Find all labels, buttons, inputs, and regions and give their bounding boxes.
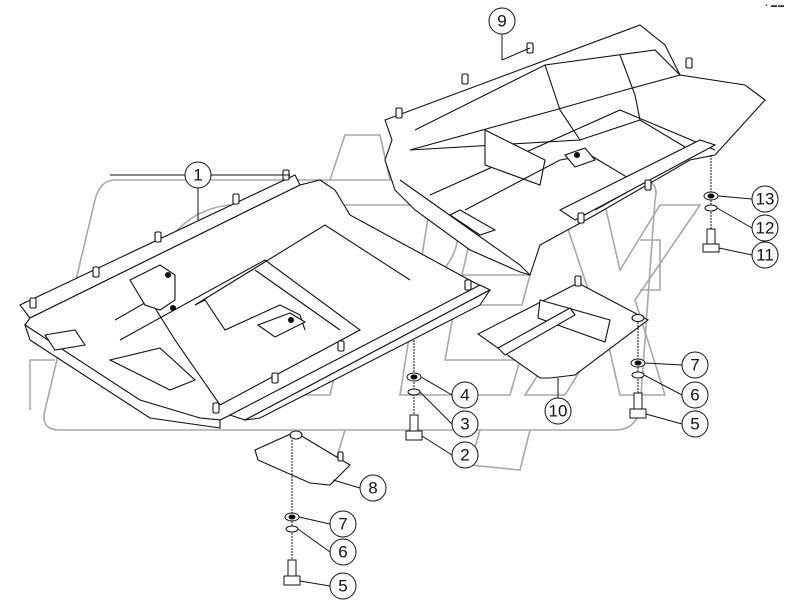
leader-lines <box>110 34 753 587</box>
svg-text:6: 6 <box>690 386 699 405</box>
svg-text:5: 5 <box>338 577 347 596</box>
fastener-stack-front-right <box>405 340 423 441</box>
svg-text:9: 9 <box>497 12 506 31</box>
svg-text:3: 3 <box>460 415 469 434</box>
callout-6-bottom: 6 <box>329 538 357 566</box>
svg-text:7: 7 <box>690 356 699 375</box>
callout-1: 1 <box>184 161 212 189</box>
fastener-stack-bottom <box>283 440 301 586</box>
callout-7-bottom: 7 <box>329 510 357 538</box>
callout-9: 9 <box>488 7 516 35</box>
callout-4: 4 <box>451 381 479 409</box>
fastener-stack-mid-right <box>629 322 647 419</box>
callout-8: 8 <box>359 474 387 502</box>
transmission-skid-plate <box>476 275 650 379</box>
callout-10: 10 <box>544 397 572 425</box>
callout-5-bottom: 5 <box>329 572 357 600</box>
callout-12: 12 <box>751 214 779 242</box>
svg-text:6: 6 <box>338 543 347 562</box>
callout-11: 11 <box>751 241 779 269</box>
front-skid-plate <box>19 169 492 429</box>
svg-text:7: 7 <box>338 515 347 534</box>
stud-set-upper <box>395 42 693 224</box>
fastener-stack-upper-right <box>702 155 720 253</box>
callout-2: 2 <box>451 441 479 469</box>
svg-text:4: 4 <box>460 386 469 405</box>
cover-plate <box>254 430 351 486</box>
engine-skid-plate <box>384 24 766 276</box>
svg-text:11: 11 <box>756 246 774 265</box>
svg-text:10: 10 <box>549 402 568 421</box>
callout-5-right: 5 <box>681 410 709 438</box>
callout-7-right: 7 <box>681 351 709 379</box>
callout-6-right: 6 <box>681 381 709 409</box>
svg-text:8: 8 <box>368 479 377 498</box>
svg-text:1: 1 <box>193 166 202 185</box>
corner-mark: ▪ ▬▬ <box>765 3 785 9</box>
svg-text:12: 12 <box>756 219 775 238</box>
callout-3: 3 <box>451 410 479 438</box>
svg-text:5: 5 <box>690 415 699 434</box>
callout-13: 13 <box>751 185 779 213</box>
svg-text:2: 2 <box>460 446 469 465</box>
svg-text:13: 13 <box>756 190 775 209</box>
stud-set <box>29 169 472 414</box>
